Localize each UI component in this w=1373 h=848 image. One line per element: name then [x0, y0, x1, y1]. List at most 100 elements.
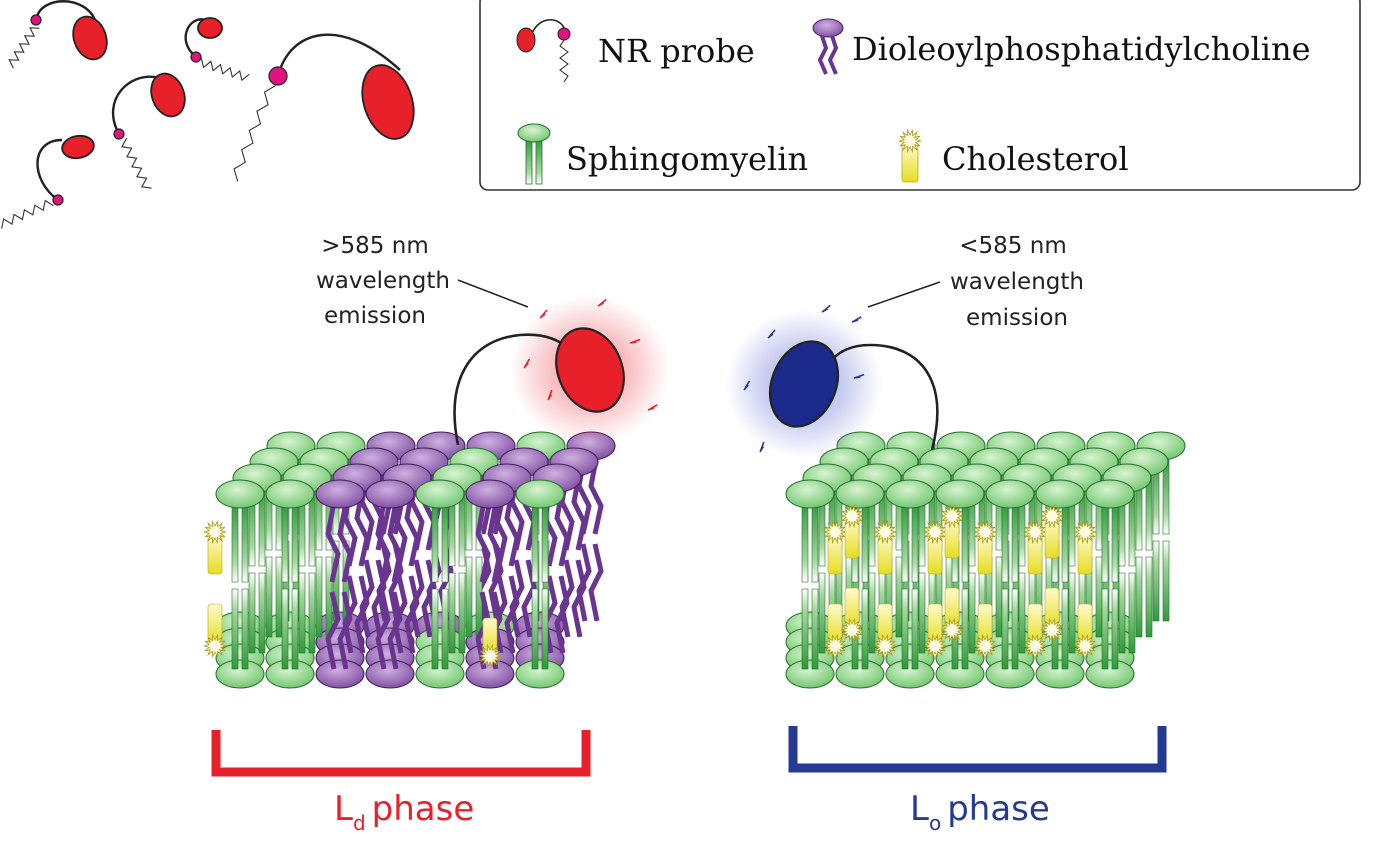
sphingomyelin-tail: [801, 588, 809, 670]
dopc-tail: [387, 591, 403, 670]
sphingomyelin-tail: [431, 588, 439, 670]
cholesterol-body: [944, 517, 960, 559]
sphingomyelin-tail: [1152, 540, 1160, 622]
sphingomyelin-tail: [901, 501, 909, 583]
lo-emission-label: <585 nm wavelength emission: [867, 233, 1084, 331]
dopc-headgroup: [465, 659, 515, 689]
cholesterol: [1023, 519, 1047, 659]
emission-spark-icon: [853, 373, 865, 379]
sphingomyelin-tail: [968, 572, 976, 654]
probe-fluorophore: [150, 72, 186, 118]
sphingomyelin-headgroup: [415, 659, 465, 689]
sphingomyelin-tail: [868, 572, 876, 654]
sphingomyelin-headgroup: [265, 659, 315, 689]
legend-cholesterol-label: Cholesterol: [942, 140, 1129, 178]
cholesterol-body: [827, 603, 843, 645]
ld-emission-line2: wavelength: [316, 268, 450, 294]
probe-headgroup: [268, 66, 288, 86]
cholesterol: [1040, 503, 1064, 643]
cholesterol-body: [1027, 533, 1043, 575]
cholesterol-ring-icon: [840, 503, 864, 529]
sphingomyelin-tail: [1135, 556, 1143, 638]
cholesterol-body: [1044, 587, 1060, 629]
probe-alkyl-tail: [8, 27, 40, 69]
sphingomyelin-headgroup: [1085, 659, 1135, 689]
sphingomyelin-tail: [1101, 501, 1109, 583]
sphingomyelin-headgroup: [885, 479, 935, 509]
emission-spark-icon: [767, 329, 776, 339]
emission-spark-icon: [647, 404, 658, 411]
dopc-tail: [504, 575, 520, 654]
sphingomyelin-tail: [861, 501, 869, 583]
cholesterol-body: [1077, 533, 1093, 575]
legend: NR probe Dioleoylphosphatidylcholine Sph…: [479, 0, 1361, 191]
sphingomyelin-tail: [1061, 588, 1069, 670]
sphingomyelin-tail: [291, 501, 299, 583]
sphingomyelin-headgroup: [515, 659, 565, 689]
dopc-legend-icon: [812, 18, 844, 75]
free-nr-probe: [233, 33, 415, 182]
sphingomyelin-tail: [241, 501, 249, 583]
sphingomyelin-headgroup: [885, 659, 935, 689]
sphingomyelin-headgroup: [835, 659, 885, 689]
sphingomyelin-tail: [1111, 501, 1119, 583]
sphingomyelin-tail: [275, 556, 283, 638]
cholesterol-body: [944, 587, 960, 629]
dopc-tail: [337, 501, 353, 583]
probe-linker: [112, 75, 161, 135]
sphingomyelin-tail: [281, 501, 289, 583]
lo-phase-bracket: [788, 726, 1167, 773]
cholesterol-legend-icon: [898, 128, 922, 183]
dopc-tail: [354, 575, 370, 654]
cholesterol-ring-icon: [973, 633, 997, 659]
cholesterol: [973, 519, 997, 659]
probe-linker: [184, 18, 206, 58]
dopc-tail: [554, 575, 570, 654]
dopc-tail: [588, 543, 604, 622]
probe-alkyl-tail: [1, 199, 54, 229]
cholesterol-ring-icon: [1073, 519, 1097, 545]
cholesterol-ring-icon: [1040, 503, 1064, 529]
sphingomyelin-tail: [298, 572, 306, 654]
probe-fluorophore: [72, 15, 108, 61]
legend-dopc-label: Dioleoylphosphatidylcholine: [852, 30, 1311, 68]
sphingomyelin-tail: [818, 572, 826, 654]
emission-spark-icon: [629, 338, 641, 344]
emission-spark-icon: [597, 298, 607, 307]
sphingomyelin-tail: [861, 588, 869, 670]
sphingomyelin-tail: [1162, 540, 1170, 622]
probe-linker: [34, 0, 97, 21]
sphingomyelin-tail: [911, 588, 919, 670]
probe-alkyl-tail: [233, 85, 276, 182]
cholesterol: [478, 617, 502, 669]
sphingomyelin-headgroup: [1035, 659, 1085, 689]
emission-spark-icon: [743, 380, 751, 391]
cholesterol-ring-icon: [823, 633, 847, 659]
legend-nr-probe-label: NR probe: [598, 32, 755, 70]
cholesterol-body: [844, 587, 860, 629]
cholesterol-body: [1044, 517, 1060, 559]
sphingomyelin-tail: [1061, 501, 1069, 583]
cholesterol-body: [207, 603, 223, 645]
emission-spark-icon: [759, 441, 765, 453]
dopc-headgroup: [365, 659, 415, 689]
sphingomyelin-tail: [441, 588, 449, 670]
dopc-headgroup: [315, 479, 365, 509]
lo-emission-line1: <585 nm: [959, 233, 1066, 259]
dopc-headgroup: [315, 659, 365, 689]
dopc-tail: [387, 501, 403, 583]
emission-spark-icon: [547, 389, 553, 401]
sphingomyelin-headgroup: [935, 659, 985, 689]
ld-emission-label: >585 nm wavelength emission: [316, 233, 529, 329]
cholesterol-ring-icon: [203, 519, 227, 545]
free-nr-probes: [1, 0, 415, 229]
probe-linker: [276, 33, 401, 77]
cholesterol-body: [977, 603, 993, 645]
probe-linker: [36, 138, 63, 201]
cholesterol: [823, 519, 847, 659]
sphingomyelin-tail: [1011, 501, 1019, 583]
sphingomyelin-tail: [961, 588, 969, 670]
sphingomyelin-tail: [811, 588, 819, 670]
dopc-headgroup: [465, 479, 515, 509]
